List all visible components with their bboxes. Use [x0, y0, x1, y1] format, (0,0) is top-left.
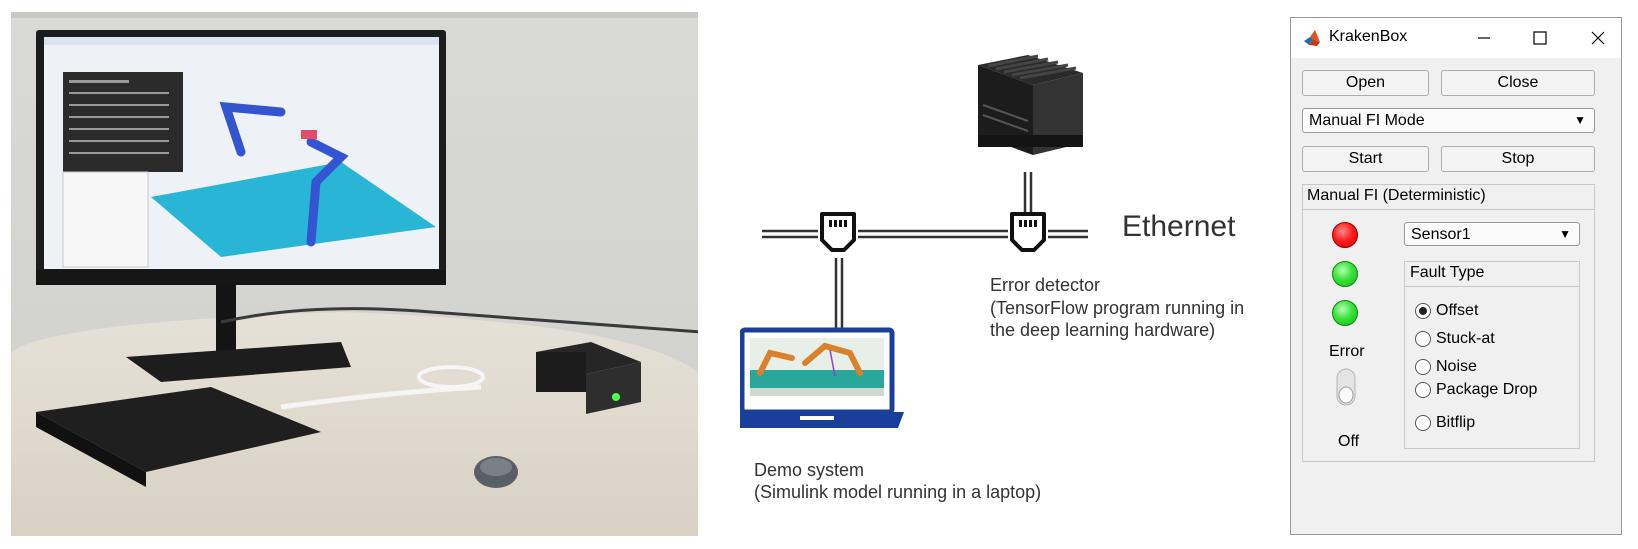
- radio-label: Offset: [1436, 302, 1479, 319]
- fault-type-divider: [1405, 286, 1579, 287]
- error-detector-line1: (TensorFlow program running in: [990, 298, 1245, 318]
- network-lines: [740, 54, 1088, 428]
- monitor-illustration: [36, 30, 446, 285]
- radio-noise[interactable]: Noise: [1415, 358, 1477, 376]
- mode-dropdown[interactable]: Manual FI Mode ▼: [1302, 108, 1595, 133]
- network-diagram: Ethernet Error detector (TensorFlow prog…: [740, 40, 1270, 540]
- matlab-app-icon: [1304, 30, 1320, 46]
- window-title: KrakenBox: [1329, 28, 1408, 45]
- ethernet-port-icon: [1010, 212, 1046, 252]
- ethernet-port-icon: [820, 212, 856, 252]
- radio-label: Package Drop: [1436, 381, 1538, 398]
- maximize-button[interactable]: [1517, 20, 1563, 56]
- lamp-2-green: [1332, 261, 1358, 287]
- manual-fi-panel-title: Manual FI (Deterministic): [1307, 187, 1486, 204]
- fault-type-title: Fault Type: [1410, 264, 1485, 281]
- panel-divider: [1303, 209, 1594, 210]
- error-detector-title: Error detector: [990, 275, 1101, 295]
- demo-system-line1: (Simulink model running in a laptop): [754, 482, 1042, 502]
- error-label: Error: [1329, 343, 1365, 360]
- radio-button[interactable]: [1415, 359, 1431, 375]
- title-bar[interactable]: KrakenBox: [1291, 18, 1621, 58]
- close-icon: [1591, 31, 1605, 45]
- radio-button[interactable]: [1415, 331, 1431, 347]
- mode-selected: Manual FI Mode: [1309, 112, 1425, 129]
- switch-state-label: Off: [1338, 433, 1360, 450]
- fault-type-group: Fault Type Offset Stuck-at Noise Package…: [1404, 261, 1580, 449]
- stop-button[interactable]: Stop: [1441, 146, 1595, 172]
- lamp-3-green: [1332, 300, 1358, 326]
- krakenbox-window: KrakenBox Open Close Manual FI Mode ▼ St…: [1290, 17, 1622, 535]
- maximize-icon: [1533, 31, 1547, 45]
- laptop-icon: [740, 327, 904, 428]
- manual-fi-panel: Manual FI (Deterministic) Error Off Sens…: [1302, 184, 1595, 462]
- minimize-button[interactable]: [1461, 20, 1507, 56]
- error-toggle-switch[interactable]: [1334, 368, 1358, 408]
- close-window-button[interactable]: [1575, 20, 1621, 56]
- radio-label: Stuck-at: [1436, 330, 1495, 347]
- radio-package-drop[interactable]: Package Drop: [1415, 381, 1537, 399]
- radio-label: Noise: [1436, 358, 1477, 375]
- radio-stuck-at[interactable]: Stuck-at: [1415, 330, 1495, 348]
- radio-button[interactable]: [1415, 382, 1431, 398]
- chevron-down-icon: ▼: [1574, 113, 1586, 127]
- start-button[interactable]: Start: [1302, 146, 1429, 172]
- jetson-hardware-icon: [978, 54, 1083, 155]
- sensor-selected: Sensor1: [1411, 226, 1471, 243]
- radio-button[interactable]: [1415, 303, 1431, 319]
- radio-bitflip[interactable]: Bitflip: [1415, 414, 1475, 432]
- radio-button[interactable]: [1415, 415, 1431, 431]
- demo-system-title: Demo system: [754, 460, 865, 480]
- lamp-1-red: [1332, 222, 1358, 248]
- close-button[interactable]: Close: [1441, 70, 1595, 96]
- sensor-dropdown[interactable]: Sensor1 ▼: [1404, 222, 1580, 246]
- radio-label: Bitflip: [1436, 414, 1476, 431]
- ethernet-label: Ethernet: [1122, 210, 1236, 243]
- minimize-icon: [1478, 37, 1490, 39]
- radio-offset[interactable]: Offset: [1415, 302, 1478, 320]
- setup-photo: [11, 12, 698, 536]
- chevron-down-icon: ▼: [1559, 227, 1571, 241]
- error-detector-line2: the deep learning hardware): [990, 320, 1216, 340]
- open-button[interactable]: Open: [1302, 70, 1429, 96]
